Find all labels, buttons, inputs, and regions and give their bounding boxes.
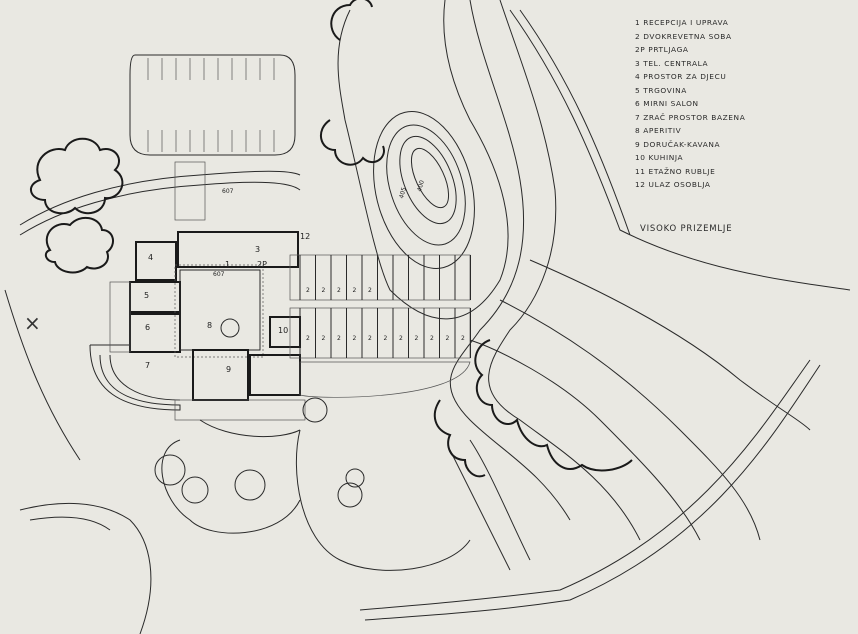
room-label-2: 2 <box>306 335 310 342</box>
room-label-2: 2 <box>399 335 403 342</box>
room-label-6: 6 <box>145 323 150 332</box>
room-label-2: 2 <box>322 287 326 294</box>
legend-item: 6 MIRNI SALON <box>635 99 699 108</box>
north-mark: × <box>24 311 41 335</box>
room-label-2: 2 <box>430 335 434 342</box>
legend-item: 2 DVOKREVETNA SOBA <box>635 31 732 41</box>
legend-item: 10 KUHINJA <box>635 153 684 162</box>
room-label-2: 2 <box>337 335 341 342</box>
contour-label-400: 400 <box>416 179 426 192</box>
elevation-label-parking: 607 <box>222 188 234 195</box>
building-plan <box>89 161 471 423</box>
legend-item: 12 ULAZ OSOBLJA <box>635 180 711 189</box>
parking-lot <box>129 54 296 156</box>
room-label-4: 4 <box>148 253 153 262</box>
room-label-2: 2 <box>384 335 388 342</box>
contour-lines <box>337 0 811 571</box>
legend-item: 3 TEL. CENTRALA <box>635 58 709 68</box>
legend-item: 2P PRTLJAGA <box>635 45 689 54</box>
elevation-label-building: 607 <box>213 271 225 278</box>
floor-level-label: VISOKO PRIZEMLJE <box>640 224 733 234</box>
room-label-12: 12 <box>300 232 310 241</box>
tree-outlines <box>30 0 633 478</box>
room-label-2: 2 <box>368 335 372 342</box>
room-label-2p: 2P <box>257 260 267 269</box>
room-label-1: 1 <box>225 260 230 269</box>
room-label-9: 9 <box>226 365 231 374</box>
room-label-10: 10 <box>278 326 288 335</box>
legend-item: 5 TRGOVINA <box>635 85 687 95</box>
room-label-3: 3 <box>255 245 260 254</box>
room-label-8: 8 <box>207 321 212 330</box>
room-legend: 1 RECEPCIJA I UPRAVA 2 DVOKREVETNA SOBA … <box>635 16 745 192</box>
room-label-2: 2 <box>353 287 357 294</box>
room-label-2: 2 <box>368 287 372 294</box>
legend-item: 4 PROSTOR ZA DJECU <box>635 72 727 81</box>
legend-item: 11 ETAŽNO RUBLJE <box>635 166 716 176</box>
room-label-7: 7 <box>145 361 150 370</box>
room-label-2: 2 <box>415 335 419 342</box>
room-label-2: 2 <box>353 335 357 342</box>
room-label-2: 2 <box>322 335 326 342</box>
contour-label-405: 405 <box>398 186 408 199</box>
legend-item: 7 ZRAČ PROSTOR BAZENA <box>635 112 746 122</box>
room-label-2: 2 <box>337 287 341 294</box>
legend-item: 1 RECEPCIJA I UPRAVA <box>635 18 729 27</box>
legend-item: 9 DORUČAK-KAVANA <box>635 139 721 149</box>
roads <box>19 9 851 621</box>
room-label-2: 2 <box>461 335 465 342</box>
room-label-5: 5 <box>144 291 149 300</box>
room-label-2: 2 <box>446 335 450 342</box>
room-label-2: 2 <box>306 287 310 294</box>
legend-item: 8 APERITIV <box>635 126 682 135</box>
garden-features <box>4 289 471 634</box>
